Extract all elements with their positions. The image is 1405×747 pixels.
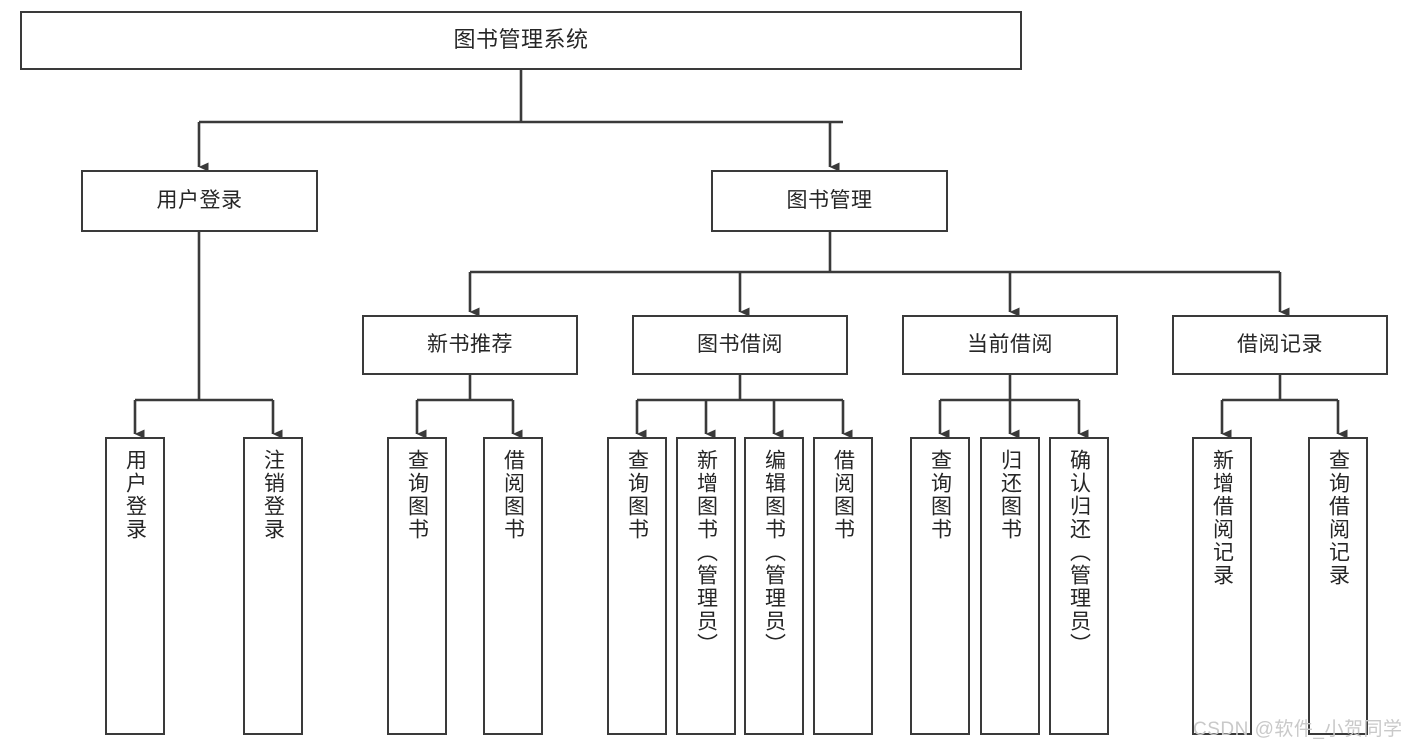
node-label: 图书管理系统 bbox=[453, 27, 589, 53]
node-label: 新增借阅记录 bbox=[1210, 449, 1234, 587]
node-current-borrowing[interactable]: 当前借阅 bbox=[902, 315, 1118, 375]
leaf-new-book-query-books[interactable]: 查询图书 bbox=[387, 437, 447, 735]
node-label: 图书管理 bbox=[786, 189, 873, 213]
node-book-management[interactable]: 图书管理 bbox=[711, 170, 948, 232]
node-label: 查询借阅记录 bbox=[1326, 449, 1350, 587]
node-label: 归还图书 bbox=[998, 449, 1022, 541]
node-label: 用户登录 bbox=[156, 189, 243, 213]
node-label: 新书推荐 bbox=[427, 333, 513, 357]
node-label: 查询图书 bbox=[405, 449, 429, 541]
csdn-watermark: CSDN @软件_小贺同学 bbox=[1193, 719, 1403, 740]
node-label: 确认归还（管理员） bbox=[1067, 449, 1091, 656]
leaf-book-borrow-add-book-admin[interactable]: 新增图书（管理员） bbox=[676, 437, 736, 735]
node-label: 图书借阅 bbox=[697, 333, 783, 357]
leaf-borrow-record-add-record[interactable]: 新增借阅记录 bbox=[1192, 437, 1252, 735]
node-label: 借阅记录 bbox=[1237, 333, 1323, 357]
node-label: 查询图书 bbox=[625, 449, 649, 541]
leaf-user-login-login[interactable]: 用户登录 bbox=[105, 437, 165, 735]
node-label: 当前借阅 bbox=[967, 333, 1053, 357]
leaf-book-borrow-edit-book-admin[interactable]: 编辑图书（管理员） bbox=[744, 437, 804, 735]
node-user-login[interactable]: 用户登录 bbox=[81, 170, 318, 232]
leaf-new-book-borrow-books[interactable]: 借阅图书 bbox=[483, 437, 543, 735]
leaf-current-borrow-query-books[interactable]: 查询图书 bbox=[910, 437, 970, 735]
node-label: 用户登录 bbox=[123, 449, 147, 541]
node-label: 借阅图书 bbox=[501, 449, 525, 541]
node-root-book-management-system[interactable]: 图书管理系统 bbox=[20, 11, 1022, 70]
leaf-book-borrow-query-books[interactable]: 查询图书 bbox=[607, 437, 667, 735]
leaf-current-borrow-return-books[interactable]: 归还图书 bbox=[980, 437, 1040, 735]
node-label: 新增图书（管理员） bbox=[694, 449, 718, 656]
node-label: 查询图书 bbox=[928, 449, 952, 541]
node-borrowing-record[interactable]: 借阅记录 bbox=[1172, 315, 1388, 375]
leaf-current-borrow-confirm-return-admin[interactable]: 确认归还（管理员） bbox=[1049, 437, 1109, 735]
node-label: 编辑图书（管理员） bbox=[762, 449, 786, 656]
leaf-borrow-record-query-record[interactable]: 查询借阅记录 bbox=[1308, 437, 1368, 735]
node-label: 注销登录 bbox=[261, 449, 285, 541]
leaf-book-borrow-borrow-books[interactable]: 借阅图书 bbox=[813, 437, 873, 735]
node-book-borrowing[interactable]: 图书借阅 bbox=[632, 315, 848, 375]
node-new-book-recommendation[interactable]: 新书推荐 bbox=[362, 315, 578, 375]
leaf-user-login-logout[interactable]: 注销登录 bbox=[243, 437, 303, 735]
node-label: 借阅图书 bbox=[831, 449, 855, 541]
